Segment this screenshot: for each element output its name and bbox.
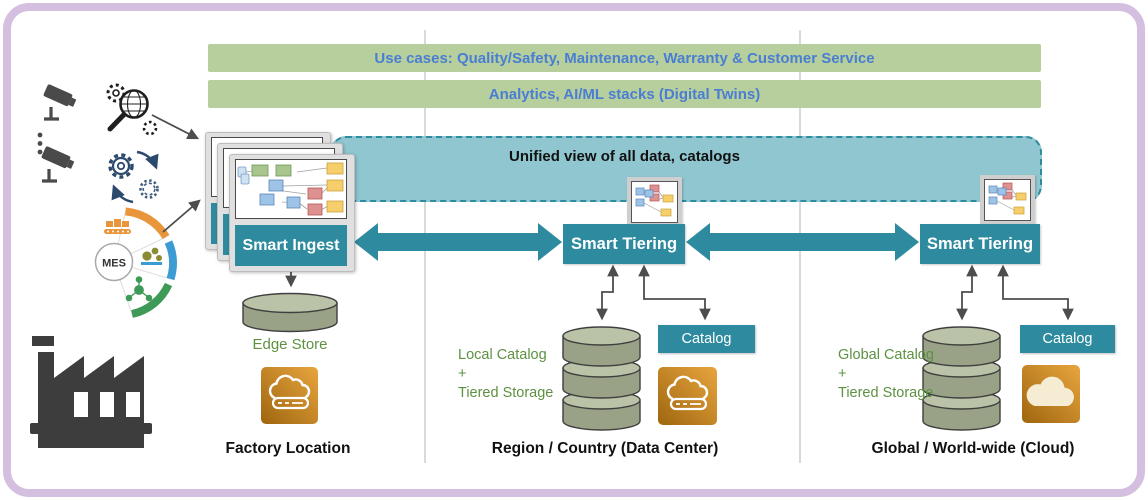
- note-line: Tiered Storage: [838, 385, 934, 401]
- catalog-box-global: Catalog: [1020, 325, 1115, 353]
- note-line: +: [458, 366, 467, 382]
- note-line: Local Catalog: [458, 347, 547, 363]
- column-label-region: Region / Country (Data Center): [491, 440, 719, 457]
- smart-ingest-box: Smart Ingest: [235, 225, 347, 266]
- note-line: Tiered Storage: [458, 385, 554, 401]
- analytics-banner: Analytics, AI/ML stacks (Digital Twins): [208, 80, 1041, 108]
- note-line: +: [838, 366, 847, 382]
- edge-store-label: Edge Store: [252, 336, 328, 353]
- unified-view-banner: Unified view of all data, catalogs: [330, 136, 1042, 202]
- smart-tiering-box-region: Smart Tiering: [563, 224, 685, 264]
- mini-flow-diagram: [237, 162, 344, 216]
- flow-diagram-panel: [235, 159, 347, 219]
- catalog-box-region: Catalog: [658, 325, 755, 353]
- smart-tiering-label: Smart Tiering: [926, 234, 1034, 253]
- global-storage-note: Global Catalog + Tiered Storage: [838, 346, 934, 403]
- catalog-label: Catalog: [681, 331, 732, 347]
- smart-tiering-label: Smart Tiering: [570, 234, 678, 253]
- region-storage-note: Local Catalog + Tiered Storage: [458, 346, 553, 403]
- column-label-factory: Factory Location: [225, 440, 351, 457]
- use-cases-banner: Use cases: Quality/Safety, Maintenance, …: [208, 44, 1041, 72]
- tiering-thumbnail-global: [980, 175, 1035, 225]
- tiering-thumbnail-region: [627, 177, 682, 227]
- smart-tiering-box-global: Smart Tiering: [920, 224, 1040, 264]
- smart-ingest-label: Smart Ingest: [242, 236, 340, 254]
- use-cases-banner-text: Use cases: Quality/Safety, Maintenance, …: [374, 49, 875, 67]
- mini-flow-thumbnail: [984, 179, 1031, 221]
- column-label-global: Global / World-wide (Cloud): [871, 440, 1075, 457]
- unified-view-banner-text: Unified view of all data, catalogs: [509, 148, 740, 165]
- mini-flow-thumbnail: [631, 181, 678, 223]
- catalog-label: Catalog: [1042, 331, 1093, 347]
- note-line: Global Catalog: [838, 347, 934, 363]
- smart-ingest-card: Smart Ingest: [229, 154, 355, 272]
- analytics-banner-text: Analytics, AI/ML stacks (Digital Twins): [488, 85, 761, 103]
